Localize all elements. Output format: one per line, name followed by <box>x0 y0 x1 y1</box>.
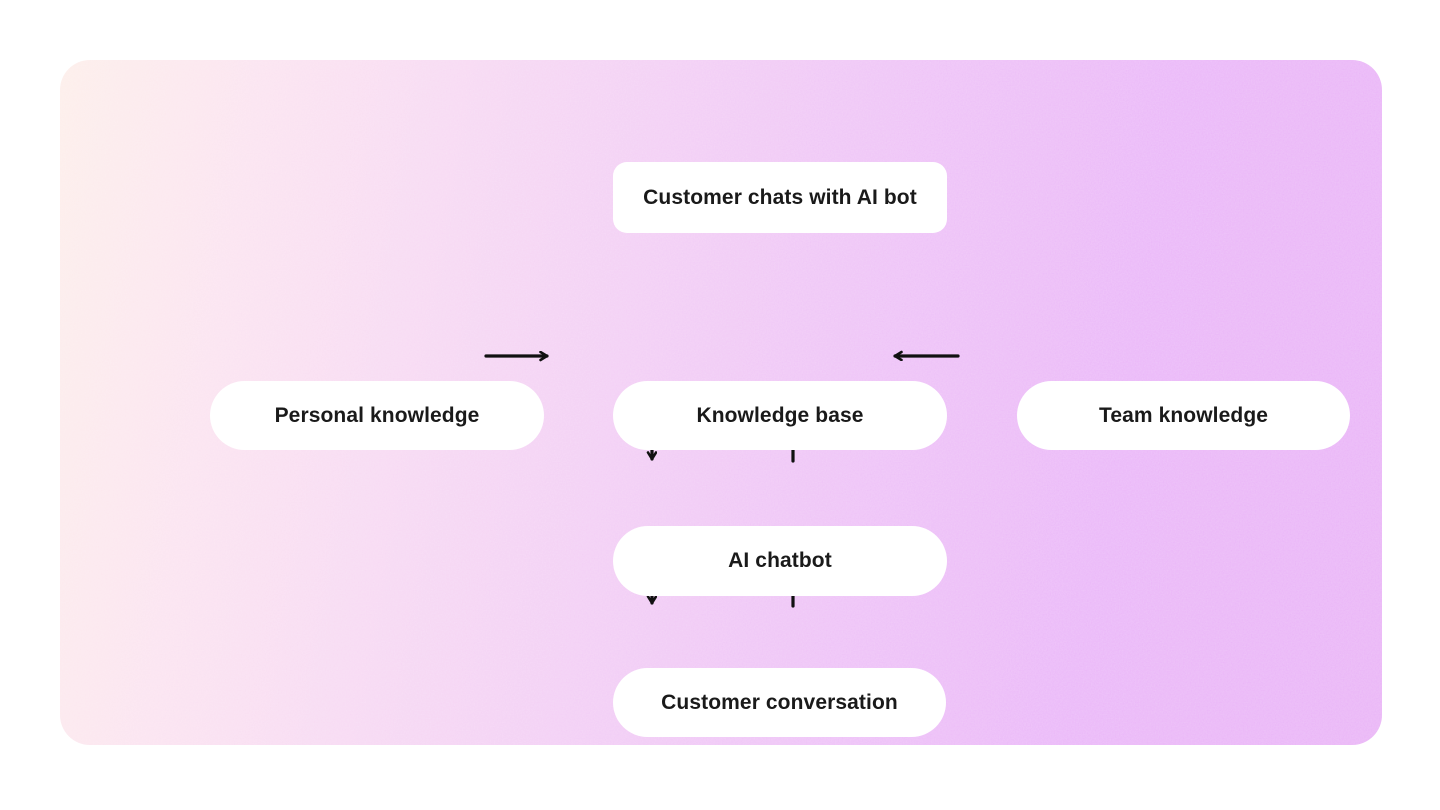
diagram-card: Customer chats with AI bot Personal know… <box>60 60 1382 745</box>
node-ai-chatbot: AI chatbot <box>613 526 947 596</box>
node-personal-knowledge-label: Personal knowledge <box>274 403 480 427</box>
node-customer-conversation-label: Customer conversation <box>661 690 898 714</box>
node-personal-knowledge: Personal knowledge <box>210 381 544 450</box>
node-team-knowledge-label: Team knowledge <box>1098 403 1269 427</box>
node-customer-conversation: Customer conversation <box>613 668 946 737</box>
node-title-label: Customer chats with AI bot <box>643 185 917 209</box>
node-title: Customer chats with AI bot <box>613 162 947 233</box>
node-knowledge-base: Knowledge base <box>613 381 947 450</box>
node-knowledge-base-label: Knowledge base <box>696 403 864 427</box>
node-ai-chatbot-label: AI chatbot <box>728 549 832 572</box>
node-team-knowledge: Team knowledge <box>1017 381 1350 450</box>
